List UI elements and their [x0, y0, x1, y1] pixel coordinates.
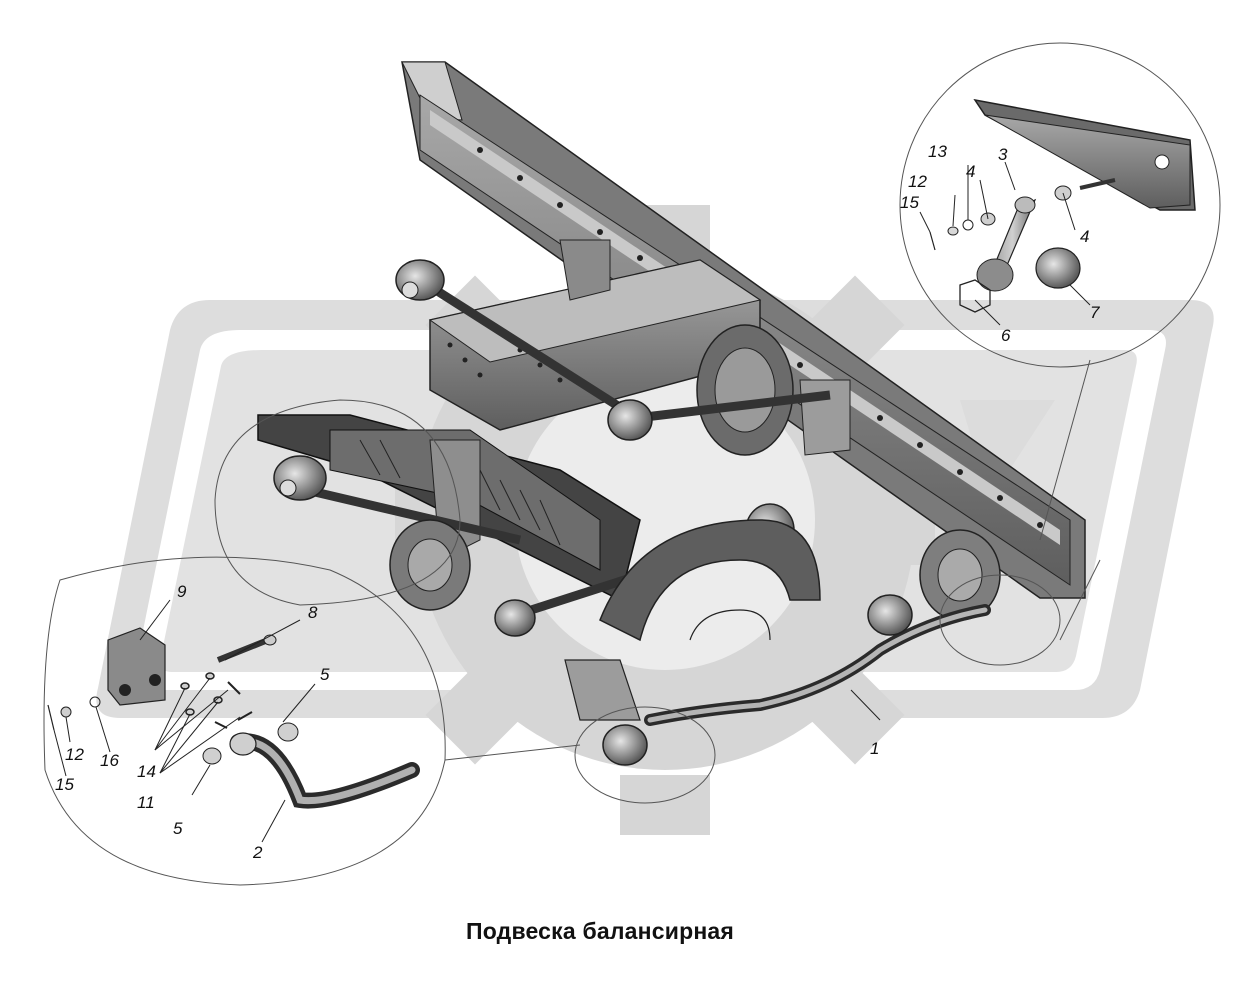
- callout-15b: 15: [55, 775, 74, 794]
- callout-7: 7: [1090, 303, 1100, 322]
- axle-housing: [389, 519, 1001, 721]
- callout-4a: 4: [966, 162, 975, 181]
- callout-14: 14: [137, 762, 156, 781]
- callout-9: 9: [177, 582, 187, 601]
- inset-upper: [929, 98, 1196, 313]
- callout-8: 8: [308, 603, 318, 622]
- figure-caption: Подвеска балансирная: [465, 918, 735, 944]
- callout-1: 1: [870, 739, 879, 758]
- stabilizer-bar: [602, 594, 991, 766]
- callout-4b: 4: [1080, 227, 1089, 246]
- callout-13: 13: [928, 142, 947, 161]
- callout-5b: 5: [173, 819, 183, 838]
- callout-16: 16: [100, 751, 119, 770]
- leader-lines: [53, 161, 1091, 843]
- callout-6: 6: [1001, 326, 1011, 345]
- callout-11: 11: [137, 793, 155, 812]
- callout-12a: 12: [908, 172, 927, 191]
- upper-reaction-rods: [395, 259, 831, 441]
- callout-15a: 15: [900, 193, 919, 212]
- callout-2: 2: [252, 843, 263, 862]
- detail-outlines: [43, 42, 1221, 886]
- callout-5a: 5: [320, 665, 330, 684]
- callout-12b: 12: [65, 745, 84, 764]
- callout-numbers: 1 2 3 4 4 5 5 6 7 8 9 11 12 12 13 14 15 …: [55, 142, 1100, 862]
- callout-3: 3: [998, 145, 1008, 164]
